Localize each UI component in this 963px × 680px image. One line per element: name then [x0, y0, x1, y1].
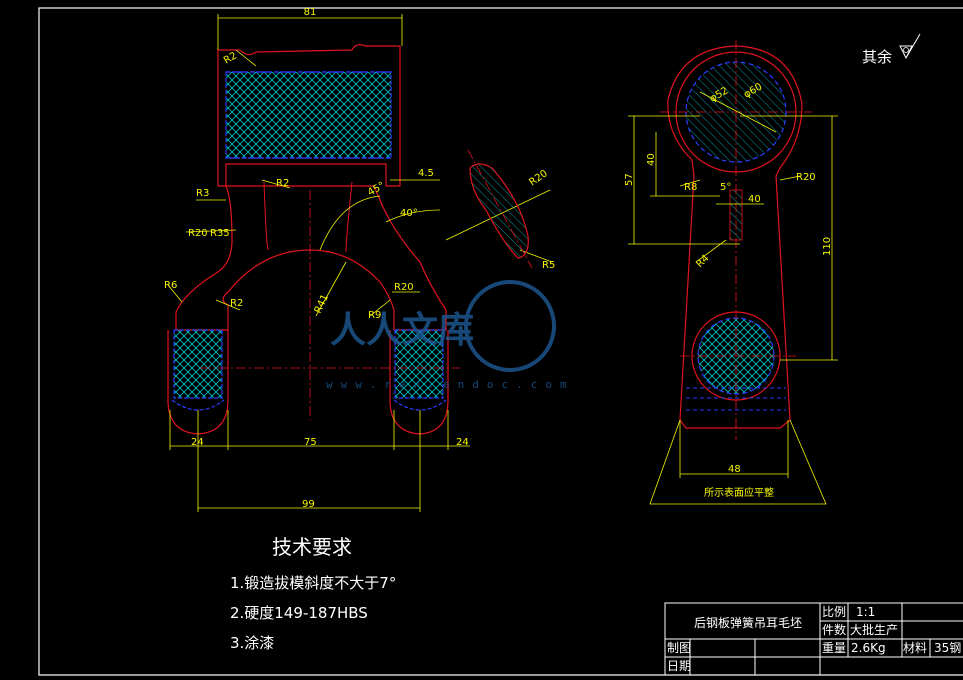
- qty-value: 大批生产: [850, 622, 898, 637]
- dim-110: 110: [822, 237, 833, 256]
- part-name: 后钢板弹簧吊耳毛坯: [694, 615, 802, 630]
- dim-40-v: 40: [646, 153, 657, 166]
- dim-24-left: 24: [191, 437, 204, 448]
- top-boss-hatch: [225, 71, 392, 159]
- dim-r20: R20: [188, 228, 208, 239]
- dim-r2-low: R2: [230, 298, 243, 309]
- dim-r20-right: R20: [796, 172, 816, 183]
- weight-label: 重量: [822, 641, 846, 655]
- qty-label: 件数: [822, 622, 846, 637]
- requirement-2: 2.硬度149-187HBS: [230, 604, 368, 622]
- requirements-title: 技术要求: [272, 535, 352, 559]
- dim-40deg: 40°: [400, 208, 418, 219]
- date-label: 日期: [667, 659, 691, 673]
- material-label: 材料: [903, 641, 927, 655]
- front-view: 81 R2 R3 R2 R20 R35 R6 R2 R41 R9 R20 4.5…: [164, 7, 555, 512]
- dim-45deg: 45°: [366, 180, 387, 198]
- title-block: [664, 602, 963, 676]
- roughness-note: 其余: [862, 48, 892, 66]
- dim-99: 99: [302, 499, 315, 510]
- side-outline: [667, 45, 803, 429]
- dim-r2-top: R2: [222, 50, 239, 66]
- dim-section-r20: R20: [527, 168, 549, 188]
- roughness-icon: [899, 33, 921, 60]
- dim-4-5: 4.5: [418, 168, 434, 179]
- section-detail: [469, 163, 529, 259]
- note-flat: 所示表面应平整: [704, 486, 774, 499]
- drawing-border: [38, 7, 963, 676]
- drawn-label: 制图: [667, 641, 691, 655]
- top-boss-outline: [217, 44, 401, 187]
- dim-r35: R35: [210, 228, 230, 239]
- dim-5deg: 5°: [720, 182, 731, 193]
- scale-value: 1:1: [856, 605, 875, 619]
- dim-top-width: 81: [304, 7, 317, 18]
- right-eye-hatch: [394, 329, 444, 399]
- weight-value: 2.6Kg: [851, 641, 886, 655]
- dim-section-r5: R5: [542, 260, 555, 271]
- dim-40-h: 40: [748, 194, 761, 205]
- dim-r41: R41: [313, 293, 331, 315]
- dim-r8: R8: [684, 182, 697, 193]
- dim-r2-mid: R2: [276, 178, 289, 189]
- dim-r6: R6: [164, 280, 177, 291]
- dim-r9: R9: [368, 310, 381, 321]
- side-view: φ52 φ60 57 40 R8 5° 40 R20 R4 110 48 所示表…: [624, 40, 838, 505]
- dim-24-right: 24: [456, 437, 469, 448]
- material-value: 35钢: [934, 641, 961, 655]
- dim-48: 48: [728, 464, 741, 475]
- left-eye-hatch: [173, 329, 223, 399]
- scale-label: 比例: [822, 605, 846, 619]
- dim-r4: R4: [694, 253, 711, 270]
- watermark: 人人文库 www.renrendoc.com: [326, 280, 575, 391]
- watermark-url: www.renrendoc.com: [326, 378, 575, 391]
- dim-57: 57: [624, 173, 635, 186]
- watermark-brand: 人人文库: [330, 310, 474, 351]
- dim-r3: R3: [196, 188, 209, 199]
- dim-75: 75: [304, 437, 317, 448]
- requirement-3: 3.涂漆: [230, 634, 274, 652]
- body-outline: [175, 185, 447, 331]
- requirement-1: 1.锻造拔模斜度不大于7°: [230, 574, 396, 592]
- dim-r20-low: R20: [394, 282, 414, 293]
